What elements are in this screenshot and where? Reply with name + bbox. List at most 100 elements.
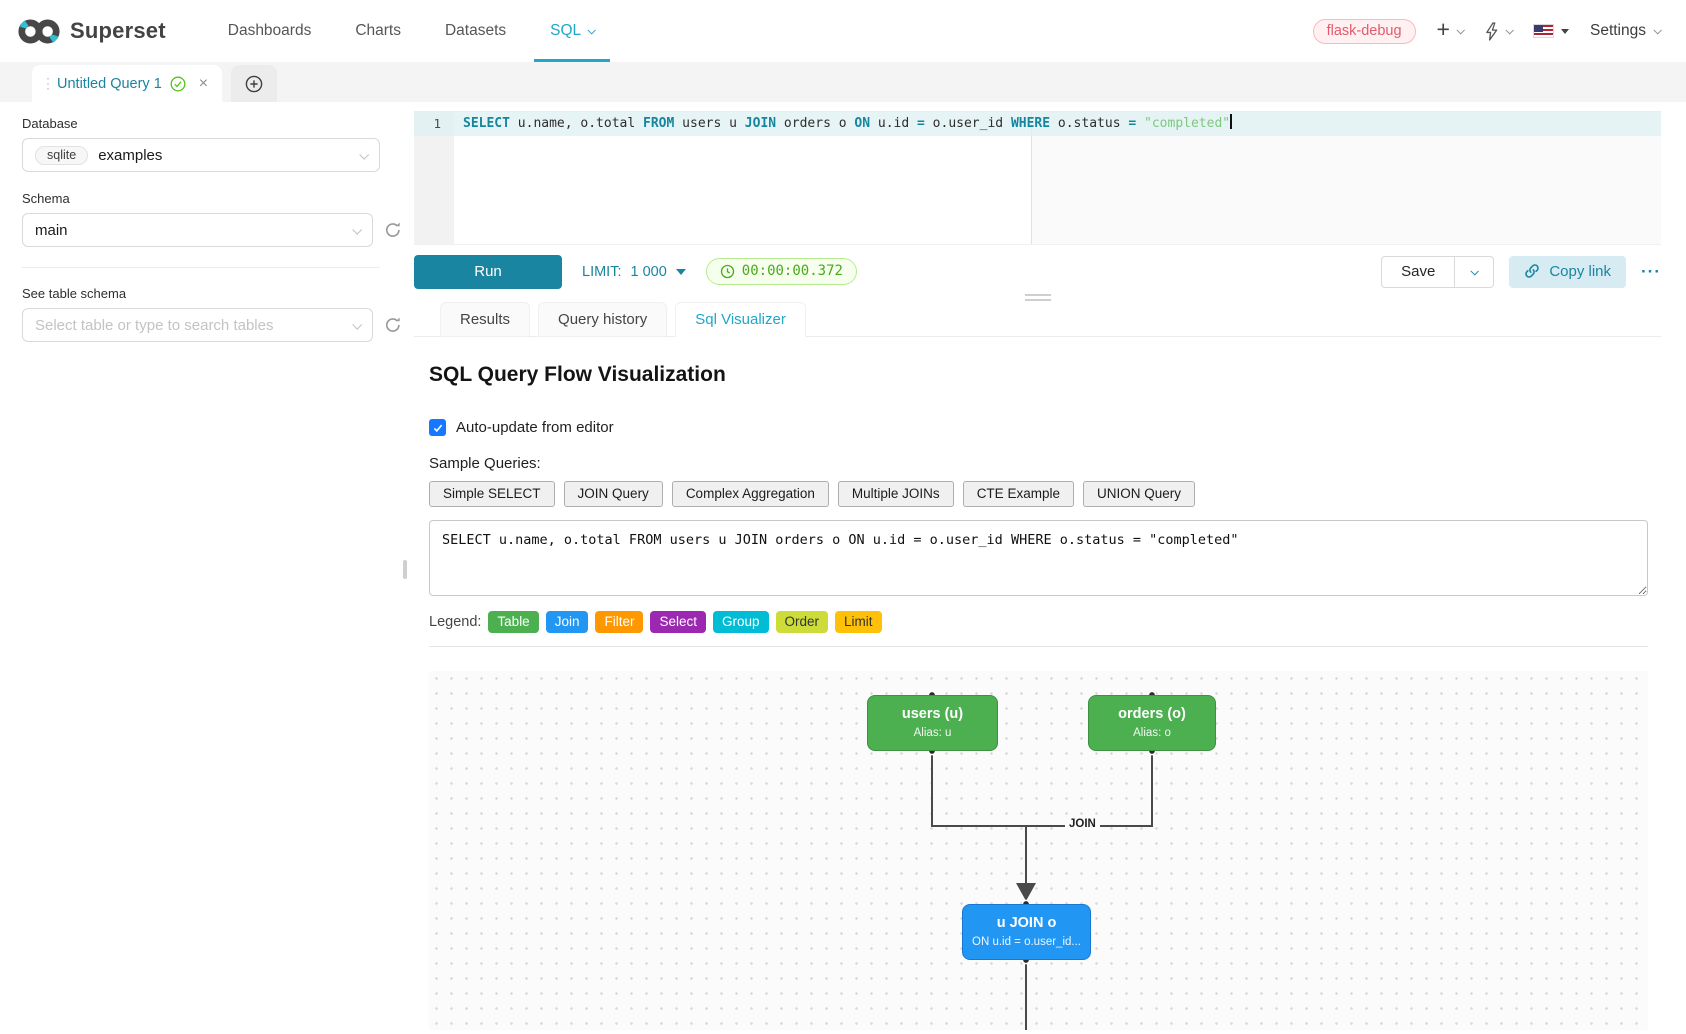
chevron-down-icon	[1653, 26, 1662, 35]
copy-link-button[interactable]: Copy link	[1509, 255, 1627, 288]
nav-charts[interactable]: Charts	[355, 22, 401, 39]
query-flow-diagram[interactable]: users (u) Alias: u orders (o) Alias: o u…	[429, 671, 1648, 1030]
sql-token: FROM	[643, 116, 675, 131]
chevron-down-icon	[587, 26, 597, 35]
pane-divider	[414, 289, 1661, 302]
sql-token: o.user_id	[924, 116, 1011, 131]
toolbar-right-group: Save Copy link ···	[1381, 255, 1661, 288]
sample-simple-select-button[interactable]: Simple SELECT	[429, 481, 555, 507]
save-options-button[interactable]	[1455, 255, 1495, 288]
database-value: examples	[98, 146, 163, 164]
sql-token: "completed"	[1144, 116, 1231, 131]
auto-update-checkbox[interactable]	[429, 419, 446, 436]
sql-lab-layout: Database sqlite examples Schema main See…	[0, 102, 1686, 1034]
refresh-tables-icon[interactable]	[384, 316, 402, 334]
editor-toolbar: Run LIMIT: 1 000 00:00:00.372 Save	[414, 254, 1661, 289]
sample-union-query-button[interactable]: UNION Query	[1082, 481, 1195, 507]
diagram-node-join[interactable]: u JOIN o ON u.id = o.user_id...	[962, 904, 1091, 960]
chevron-down-icon	[1505, 26, 1514, 35]
tab-sql-visualizer[interactable]: Sql Visualizer	[675, 302, 806, 337]
save-button[interactable]: Save	[1381, 255, 1456, 288]
sql-text-input[interactable]: SELECT u.name, o.total FROM users u JOIN…	[429, 520, 1648, 596]
check-icon	[433, 424, 442, 432]
diagram-node-users[interactable]: users (u) Alias: u	[867, 695, 998, 751]
drag-handle-icon[interactable]: ⋮	[41, 75, 55, 92]
resize-grip-icon[interactable]	[1024, 294, 1051, 301]
chevron-down-icon	[1470, 266, 1480, 276]
node-title: users (u)	[901, 706, 964, 722]
sql-token: u.name, o.total	[509, 116, 644, 131]
print-margin-line	[1031, 112, 1032, 244]
more-options-icon[interactable]: ···	[1641, 261, 1661, 281]
nav-dashboards[interactable]: Dashboards	[227, 22, 312, 39]
refresh-schema-icon[interactable]	[384, 221, 402, 239]
sql-token: ON	[854, 116, 871, 131]
query-tab-active[interactable]: ⋮ Untitled Query 1 ×	[32, 65, 223, 102]
node-subtitle: Alias: u	[913, 727, 952, 739]
superset-logo[interactable]: Superset	[17, 17, 166, 46]
nav-sql[interactable]: SQL	[528, 0, 616, 62]
new-query-tab-button[interactable]	[231, 65, 278, 102]
query-search-menu[interactable]	[1484, 21, 1514, 41]
sql-editor-pane: 1 SELECT u.name, o.total FROM users u JO…	[410, 102, 1686, 1034]
node-title: orders (o)	[1118, 706, 1186, 722]
sql-token: WHERE	[1010, 116, 1051, 131]
database-engine-badge: sqlite	[35, 145, 89, 165]
sample-multiple-joins-button[interactable]: Multiple JOINs	[837, 481, 954, 507]
page-title: SQL Query Flow Visualization	[429, 363, 726, 386]
limit-value: 1 000	[630, 263, 667, 280]
sql-code-line: SELECT u.name, o.total FROM users u JOIN…	[454, 112, 1232, 136]
close-tab-icon[interactable]: ×	[198, 74, 209, 92]
sql-token: u.id	[870, 116, 918, 131]
sql-token: SELECT	[463, 116, 510, 131]
legend-badge-limit: Limit	[835, 611, 882, 633]
legend-row: Legend: Table Join Filter Select Group O…	[429, 611, 1648, 633]
active-line-highlight	[414, 112, 1661, 136]
limit-label: LIMIT:	[582, 263, 622, 280]
tab-results[interactable]: Results	[440, 302, 531, 337]
sql-token: JOIN	[744, 116, 777, 131]
sql-token: users u	[674, 116, 745, 131]
flag-canton	[1533, 25, 1543, 32]
language-picker[interactable]	[1532, 24, 1569, 38]
run-button[interactable]: Run	[414, 254, 562, 289]
top-nav: Superset Dashboards Charts Datasets SQL …	[0, 0, 1686, 62]
brand-name: Superset	[70, 18, 166, 43]
lightning-icon	[1486, 21, 1498, 41]
sample-queries-label: Sample Queries:	[429, 455, 541, 472]
sql-visualizer-panel: SQL Query Flow Visualization Auto-update…	[414, 337, 1661, 1030]
save-split-button: Save	[1381, 255, 1495, 288]
clock-icon	[720, 264, 734, 278]
schema-select[interactable]: main	[22, 213, 374, 247]
legend-badge-select: Select	[650, 611, 706, 633]
settings-label: Settings	[1589, 22, 1646, 39]
sidebar-resize-handle[interactable]	[403, 560, 407, 579]
sql-token: orders o	[776, 116, 855, 131]
auto-update-row: Auto-update from editor	[429, 419, 1648, 436]
result-tabs: Results Query history Sql Visualizer	[414, 302, 1661, 337]
infinity-logo-icon	[18, 19, 60, 43]
sample-cte-example-button[interactable]: CTE Example	[962, 481, 1074, 507]
database-select[interactable]: sqlite examples	[22, 138, 380, 172]
chevron-down-icon	[352, 224, 363, 235]
text-cursor	[1230, 114, 1232, 129]
sample-join-query-button[interactable]: JOIN Query	[563, 481, 663, 507]
diagram-node-orders[interactable]: orders (o) Alias: o	[1088, 695, 1216, 751]
node-subtitle: ON u.id = o.user_id...	[972, 936, 1081, 948]
limit-dropdown[interactable]: LIMIT: 1 000	[582, 264, 686, 280]
settings-menu[interactable]: Settings	[1589, 22, 1662, 40]
new-item-menu[interactable]: +	[1437, 18, 1465, 41]
nav-datasets[interactable]: Datasets	[444, 22, 507, 39]
legend-label: Legend:	[429, 614, 482, 630]
legend-badge-group: Group	[713, 611, 769, 633]
legend-badge-table: Table	[488, 611, 539, 633]
table-select[interactable]: Select table or type to search tables	[22, 308, 374, 342]
sql-editor[interactable]: 1 SELECT u.name, o.total FROM users u JO…	[414, 111, 1661, 245]
join-edge-label: JOIN	[1065, 818, 1100, 830]
tab-query-history[interactable]: Query history	[538, 302, 668, 337]
sample-complex-aggregation-button[interactable]: Complex Aggregation	[671, 481, 829, 507]
node-subtitle: Alias: o	[1133, 727, 1171, 739]
us-flag-icon	[1532, 24, 1554, 38]
plus-circle-icon	[245, 75, 263, 92]
chevron-down-icon	[352, 319, 363, 330]
